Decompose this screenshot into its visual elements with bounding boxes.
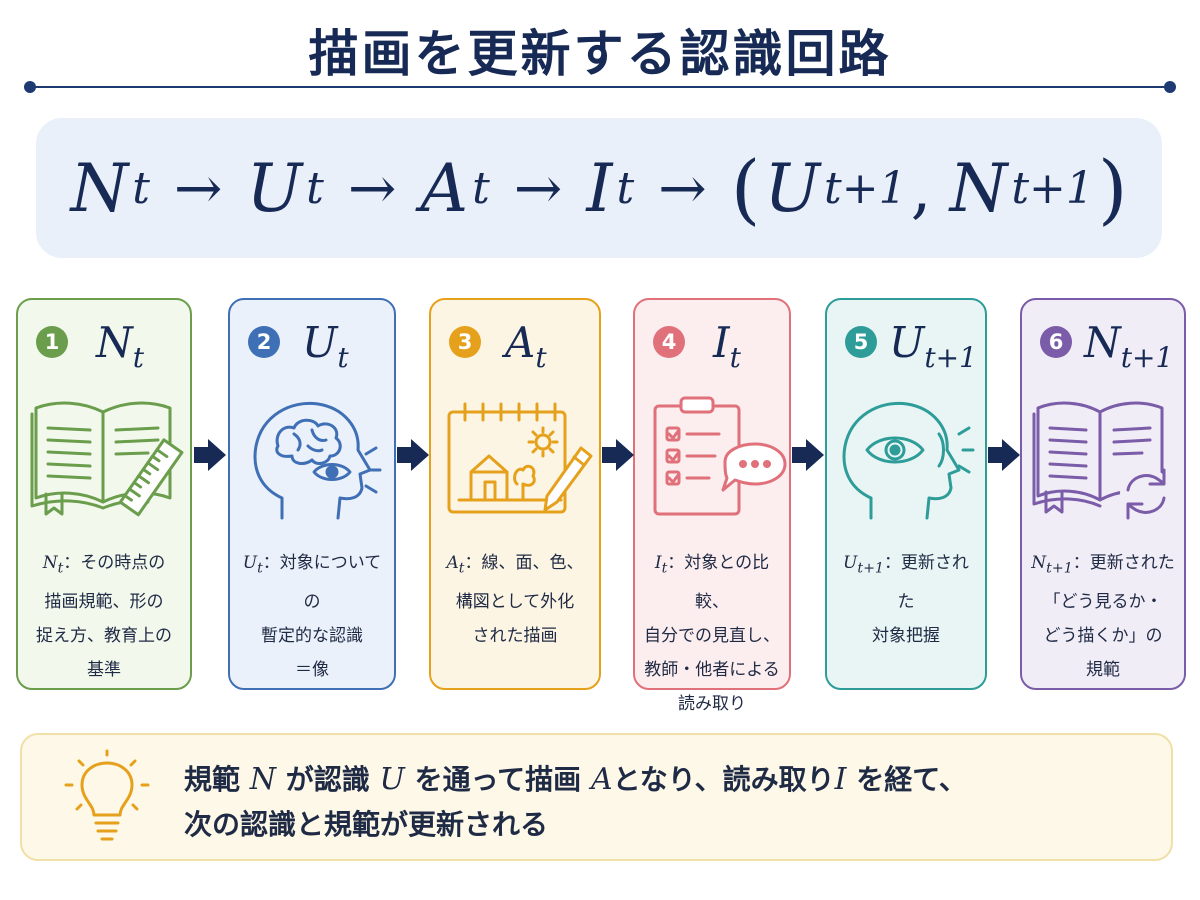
head-eye-icon (842, 401, 975, 520)
head-brain-eye-icon (253, 401, 382, 520)
step-description: It：対象との比較、 自分での見直し、 教師・他者による 読み取り (644, 553, 780, 715)
formula-arrow: → (173, 154, 223, 222)
summary-line-1: 規範 N が認識 U を通って描画 Aとなり、読み取りI を経て、 (184, 762, 967, 797)
summary-line-2: 次の認識と規範が更新される (184, 808, 549, 841)
formula-u-sub: t (306, 162, 324, 214)
flow-arrow-4-5 (792, 439, 824, 471)
step-symbol: Nt (96, 318, 145, 374)
step-number-badge: 2 (248, 326, 280, 358)
formula-u-next-sub: t+1 (824, 162, 907, 214)
step-number-badge: 4 (653, 326, 685, 358)
step-card-6: 6 Nt+1 Nt+1：更新された 「どう見るか・ どう描くか」の 規範 (1020, 298, 1186, 690)
flow-arrow-3-4 (602, 439, 634, 471)
step-card-4: 4 It It：対象との比較、 自分での見直し、 教師・他者による 読み取り (633, 298, 791, 714)
formula-i: I (586, 149, 613, 227)
step-description: Nt+1：更新された 「どう見るか・ どう描くか」の 規範 (1031, 553, 1175, 681)
step-description: Nt：その時点の 描画規範、形の 捉え方、教育上の 基準 (36, 553, 172, 681)
step-number-badge: 6 (1040, 326, 1072, 358)
flow-arrow-5-6 (988, 439, 1020, 471)
step-number-badge: 5 (845, 326, 877, 358)
flow-arrow-1-2 (194, 439, 226, 471)
formula-arrow: → (513, 154, 563, 222)
step-card-5: 5 Ut+1 Ut+1：更新された 対象把握 (825, 298, 987, 690)
summary-text: 規範 N が認識 U を通って描画 Aとなり、読み取りI を経て、 次の認識と規… (184, 757, 967, 847)
formula-n-next: N (949, 149, 1008, 227)
formula-arrow: → (658, 154, 707, 222)
summary-panel: 規範 N が認識 U を通って描画 Aとなり、読み取りI を経て、 次の認識と規… (20, 733, 1173, 861)
step-card-2: 2 Ut Ut：対象についての 暫定的な認識 ＝像 (228, 298, 396, 690)
formula-a-sub: t (472, 162, 490, 214)
step-symbol: Ut (302, 318, 349, 374)
formula-a: A (420, 149, 469, 227)
formula-comma: , (910, 149, 932, 227)
book-refresh-icon (1032, 401, 1172, 520)
step-card-3: 3 At At：線、面、色、 構図として外化 された描画 (429, 298, 601, 690)
step-number-badge: 3 (449, 326, 481, 358)
formula-n: N (70, 149, 129, 227)
formula-n-next-sub: t+1 (1011, 162, 1094, 214)
step-symbol: At (505, 318, 547, 374)
step-symbol: Nt+1 (1084, 318, 1174, 374)
step-description: Ut+1：更新された 対象把握 (843, 553, 969, 647)
step-number-badge: 1 (36, 326, 68, 358)
formula-u: U (246, 149, 303, 227)
step-description: Ut：対象についての 暫定的な認識 ＝像 (242, 553, 382, 681)
formula-open-paren: ( (730, 143, 761, 233)
lightbulb-icon (64, 749, 150, 841)
formula-close-paren: ) (1097, 143, 1128, 233)
book-ruler-icon (30, 401, 184, 517)
step-description: At：線、面、色、 構図として外化 された描画 (446, 553, 584, 647)
flow-arrow-2-3 (397, 439, 429, 471)
step-symbol: Ut+1 (889, 318, 977, 374)
clipboard-chat-icon (653, 396, 787, 516)
step-card-1: 1 Nt Nt：その時点の 描画規範、形の 捉え方、教育上の 基準 (16, 298, 192, 690)
sketchpad-pencil-icon (447, 402, 593, 514)
formula-u-next: U (764, 149, 821, 227)
formula-arrow: → (347, 154, 397, 222)
formula-n-sub: t (132, 162, 150, 214)
page-title: 描画を更新する認識回路 (308, 25, 892, 83)
formula-i-sub: t (616, 162, 635, 214)
title-divider (24, 81, 1176, 93)
step-symbol: It (713, 318, 741, 374)
